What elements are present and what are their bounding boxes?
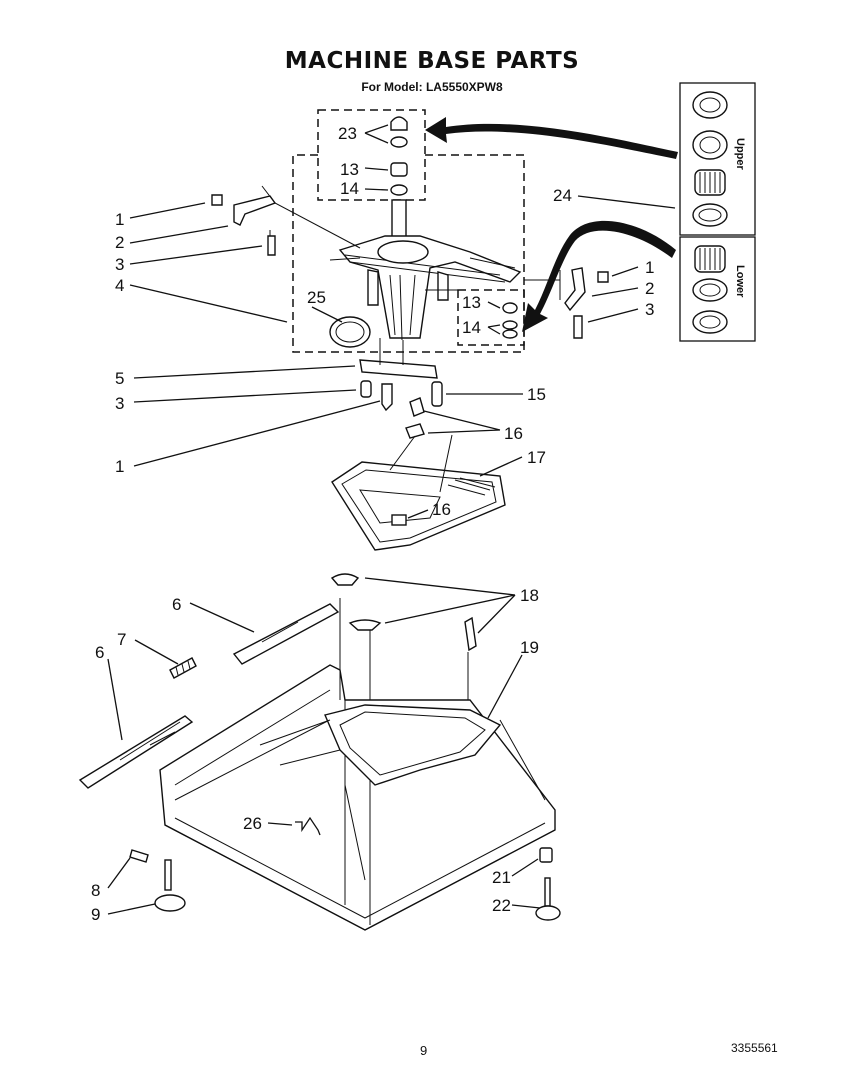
top-gear-dashed-box: [317, 109, 426, 201]
feet-and-levelers: [129, 847, 561, 921]
side-brackets: [78, 603, 340, 789]
page-title: MACHINE BASE PARTS: [284, 48, 580, 74]
page-number: 9: [420, 1043, 428, 1058]
callout-3: 3: [115, 255, 124, 274]
callout-17: 17: [527, 448, 546, 467]
callout-7: 7: [117, 630, 126, 649]
strap-and-fasteners: [359, 338, 443, 412]
small-bearings: [502, 302, 518, 339]
lower-kit-arrow: [522, 220, 676, 332]
callout-25: 25: [307, 288, 326, 307]
lower-bearing-panel: [679, 236, 756, 342]
callout-18: 18: [520, 586, 539, 605]
callout-1-right: 1: [645, 258, 654, 277]
clips: [405, 397, 425, 439]
callout-3-right: 3: [645, 300, 654, 319]
callout-5: 5: [115, 369, 124, 388]
upper-bearing-parts: [692, 91, 728, 227]
callout-23: 23: [338, 124, 357, 143]
clamp-left-top: [211, 185, 361, 256]
spring: [169, 657, 197, 679]
tub-support-parts: [330, 573, 477, 652]
callout-21: 21: [492, 868, 511, 887]
callout-16-platform: 16: [432, 500, 451, 519]
callout-6-top: 6: [172, 595, 181, 614]
callout-19: 19: [520, 638, 539, 657]
bearing-dashed-box: [457, 289, 525, 346]
leader-lines: [107, 124, 676, 915]
callout-22: 22: [492, 896, 511, 915]
callout-9: 9: [91, 905, 100, 924]
callout-2: 2: [115, 233, 124, 252]
callout-1-middle: 1: [115, 457, 124, 476]
base-frame: [159, 598, 556, 931]
callout-4: 4: [115, 276, 124, 295]
callout-14: 14: [340, 179, 359, 198]
callout-26: 26: [243, 814, 262, 833]
callout-1: 1: [115, 210, 124, 229]
clamp-right: [564, 267, 609, 339]
upper-bearing-panel: [679, 82, 756, 236]
wire-clip: [295, 816, 321, 836]
gear-cap-parts: [390, 116, 408, 196]
callout-14-right: 14: [462, 318, 481, 337]
callout-6-bottom: 6: [95, 643, 104, 662]
platform-frame: [331, 434, 506, 551]
gearcase-assembly: [329, 199, 522, 341]
lower-panel-label: Lower: [734, 265, 746, 298]
callout-3-middle: 3: [115, 394, 124, 413]
model-subtitle: For Model: LA5550XPW8: [361, 80, 503, 94]
callout-15: 15: [527, 385, 546, 404]
callout-24: 24: [553, 186, 572, 205]
callout-16: 16: [504, 424, 523, 443]
callout-8: 8: [91, 881, 100, 900]
upper-panel-label: Upper: [734, 138, 746, 171]
upper-kit-arrow: [425, 117, 678, 159]
bearing-seal-ring: [329, 316, 371, 348]
callout-13-right: 13: [462, 293, 481, 312]
gearcase-dashed-box: [292, 154, 525, 353]
callout-2-right: 2: [645, 279, 654, 298]
lower-bearing-parts: [692, 245, 728, 334]
callout-13: 13: [340, 160, 359, 179]
document-number: 3355561: [731, 1041, 778, 1055]
